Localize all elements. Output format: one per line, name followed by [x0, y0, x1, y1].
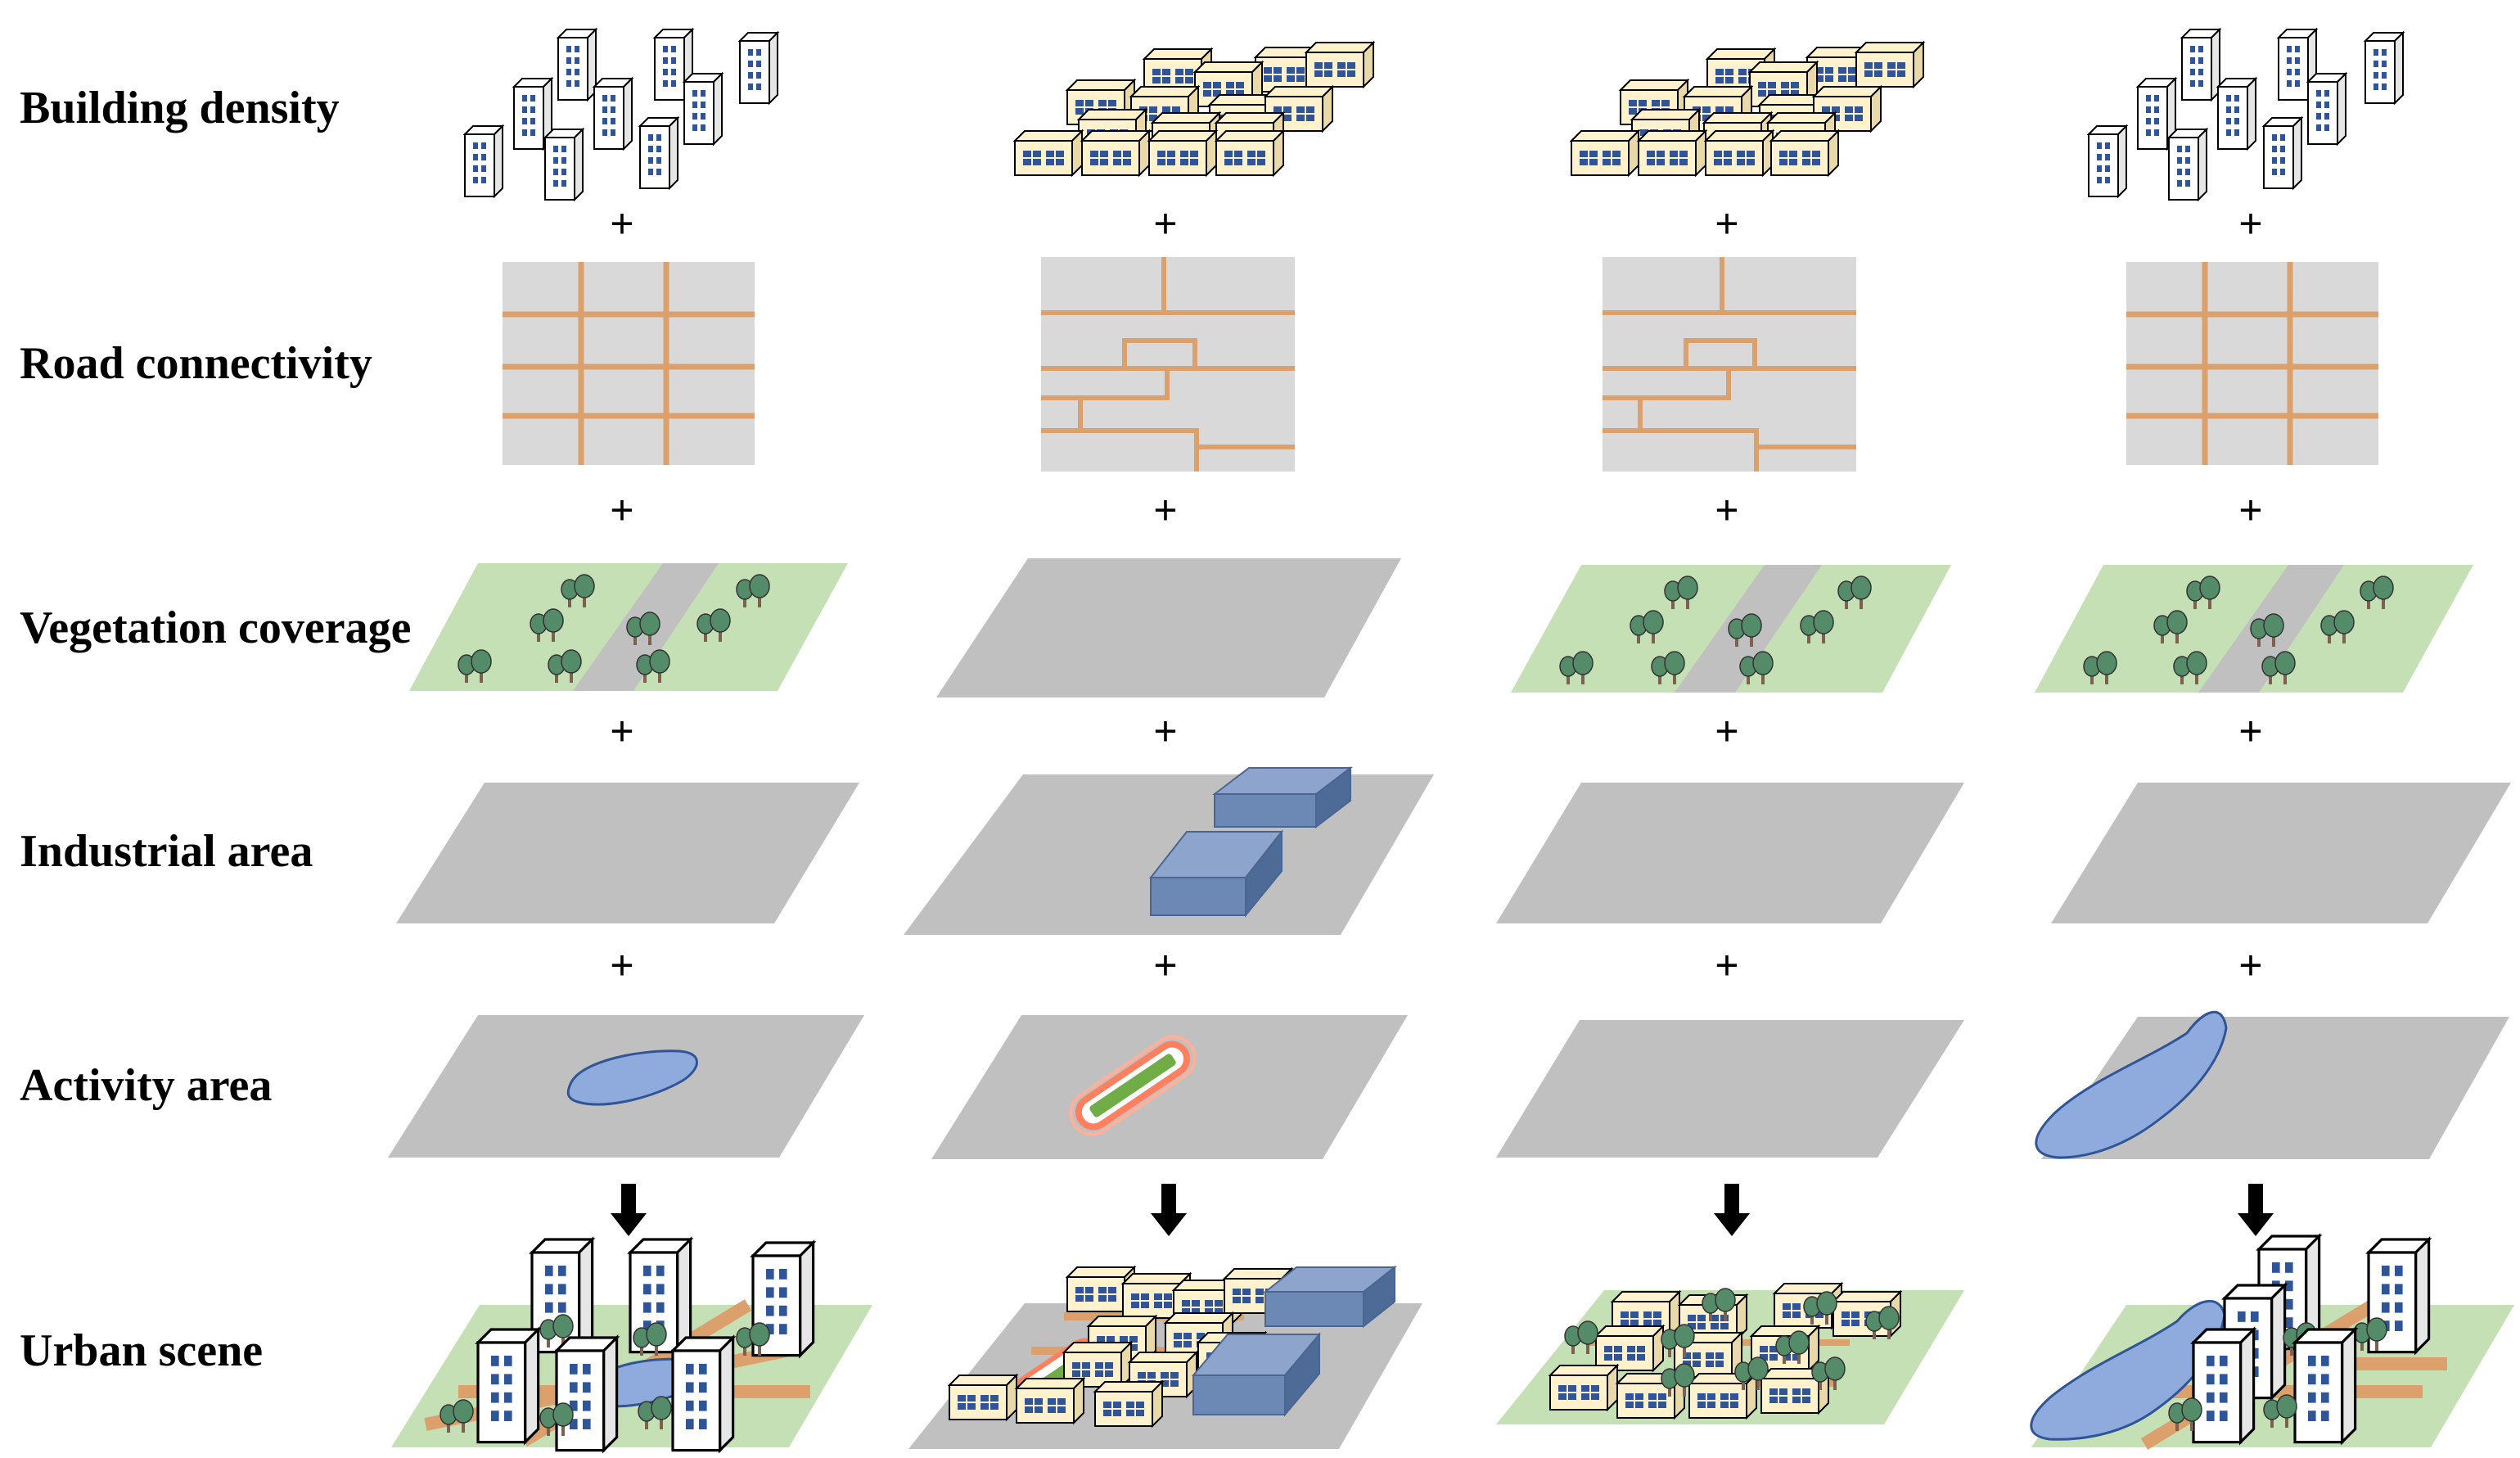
- tall-building-icon: [593, 78, 633, 150]
- low-building-icon: [949, 1374, 1017, 1420]
- row-label-industrial-area: Industrial area: [20, 826, 313, 877]
- tall-building-icon: [557, 29, 597, 101]
- building-density-sparse-1: [464, 29, 778, 201]
- industrial-block: [1263, 1265, 1397, 1329]
- tall-building-icon: [2192, 1328, 2256, 1444]
- low-building-icon: [1016, 1378, 1084, 1424]
- tall-building-icon: [639, 117, 678, 189]
- svg-text:+: +: [1153, 201, 1177, 246]
- row-label-road-connectivity: Road connectivity: [20, 338, 372, 389]
- down-arrow-icon: [611, 1184, 647, 1236]
- road-grid-regular-1: [503, 262, 755, 465]
- svg-text:+: +: [2238, 201, 2262, 246]
- low-building-icon: [1595, 1325, 1664, 1371]
- tall-building-icon: [2364, 32, 2404, 104]
- tall-building-icon: [555, 1336, 619, 1452]
- low-building-icon: [1855, 42, 1924, 88]
- tall-building-icon: [683, 73, 723, 145]
- down-arrow-icon-row: [611, 1184, 2274, 1236]
- svg-text:+: +: [610, 942, 633, 988]
- road-grid-irregular-2: [1041, 257, 1295, 472]
- low-building-icon: [1305, 42, 1374, 88]
- low-building-icon: [1638, 130, 1706, 176]
- low-building-icon: [1571, 130, 1639, 176]
- industrial-block: [1212, 765, 1353, 829]
- industrial-plane-2: [904, 765, 1434, 935]
- tall-building-icon: [464, 125, 503, 197]
- svg-text:+: +: [610, 201, 633, 246]
- river: [2035, 1011, 2228, 1159]
- low-building-icon: [1705, 130, 1774, 176]
- tall-building-icon: [476, 1328, 540, 1444]
- plus-icon-row4: + + + +: [610, 942, 2262, 988]
- tall-building-icon: [2307, 73, 2346, 145]
- activity-plane-1: [388, 1015, 864, 1158]
- svg-text:+: +: [1153, 942, 1177, 988]
- vegetation-plane-1: [409, 563, 848, 691]
- urban-scene-3: [1496, 1283, 1964, 1424]
- svg-text:+: +: [1715, 708, 1738, 754]
- row-label-urban-scene: Urban scene: [20, 1325, 263, 1376]
- svg-text:+: +: [610, 487, 633, 533]
- industrial-block: [1148, 829, 1284, 918]
- down-arrow-icon: [1714, 1184, 1750, 1236]
- low-building-icon: [1215, 130, 1284, 176]
- tall-building-icon: [671, 1336, 735, 1452]
- road-grid-regular-4: [2126, 262, 2378, 465]
- activity-plane-3-none: [1496, 1020, 1964, 1158]
- urban-scene-2: [908, 1265, 1422, 1449]
- row-label-building-density: Building density: [20, 83, 340, 133]
- tall-building-icon: [2181, 29, 2220, 101]
- svg-text:+: +: [1715, 942, 1738, 988]
- svg-text:+: +: [1715, 201, 1738, 246]
- building-density-dense-2: [1014, 42, 1374, 176]
- down-arrow-icon: [1151, 1184, 1187, 1236]
- sports-track: [1069, 1035, 1197, 1136]
- tall-building-icon: [2088, 125, 2127, 197]
- tall-building-icon: [544, 129, 584, 201]
- building-density-dense-3: [1571, 42, 1924, 176]
- tall-building-icon: [2217, 78, 2256, 150]
- svg-text:+: +: [610, 708, 633, 754]
- building-density-sparse-4: [2088, 29, 2404, 201]
- plus-icon-row1: + + + +: [610, 201, 2262, 246]
- low-building-icon: [1770, 130, 1839, 176]
- low-building-icon: [1081, 130, 1150, 176]
- svg-text:+: +: [1153, 708, 1177, 754]
- tall-building-icon: [2168, 129, 2207, 201]
- road-grid-irregular-3: [1603, 257, 1856, 472]
- down-arrow-icon: [2238, 1184, 2274, 1236]
- urban-scene-1: [391, 1238, 872, 1452]
- row-label-activity-area: Activity area: [20, 1060, 272, 1111]
- industrial-plane-4-none: [2051, 783, 2511, 923]
- low-building-icon: [1094, 1381, 1163, 1427]
- low-building-icon: [1014, 130, 1083, 176]
- low-building-icon: [1148, 130, 1217, 176]
- vegetation-plane-4: [2035, 565, 2473, 693]
- activity-plane-2: [931, 1015, 1408, 1159]
- industrial-plane-1-none: [396, 783, 859, 923]
- tall-building-icon: [739, 32, 778, 104]
- activity-plane-4: [2035, 1011, 2509, 1159]
- vegetation-plane-2-none: [936, 558, 1401, 697]
- plus-icon-row2: + + + +: [610, 487, 2262, 533]
- svg-text:+: +: [2238, 942, 2262, 988]
- svg-text:+: +: [2238, 708, 2262, 754]
- urban-scene-4: [2030, 1235, 2514, 1450]
- svg-text:+: +: [2238, 487, 2262, 533]
- tall-building-icon: [2263, 117, 2302, 189]
- low-building-icon: [1549, 1365, 1618, 1411]
- plus-icon-row3: + + + +: [610, 708, 2262, 754]
- industrial-block: [1191, 1332, 1322, 1417]
- svg-text:+: +: [1153, 487, 1177, 533]
- water-body: [566, 1049, 698, 1106]
- row-label-vegetation-coverage: Vegetation coverage: [20, 603, 411, 653]
- industrial-plane-3-none: [1496, 783, 1964, 923]
- svg-text:+: +: [1715, 487, 1738, 533]
- vegetation-plane-3: [1511, 565, 1951, 693]
- tall-building-icon: [2293, 1328, 2357, 1444]
